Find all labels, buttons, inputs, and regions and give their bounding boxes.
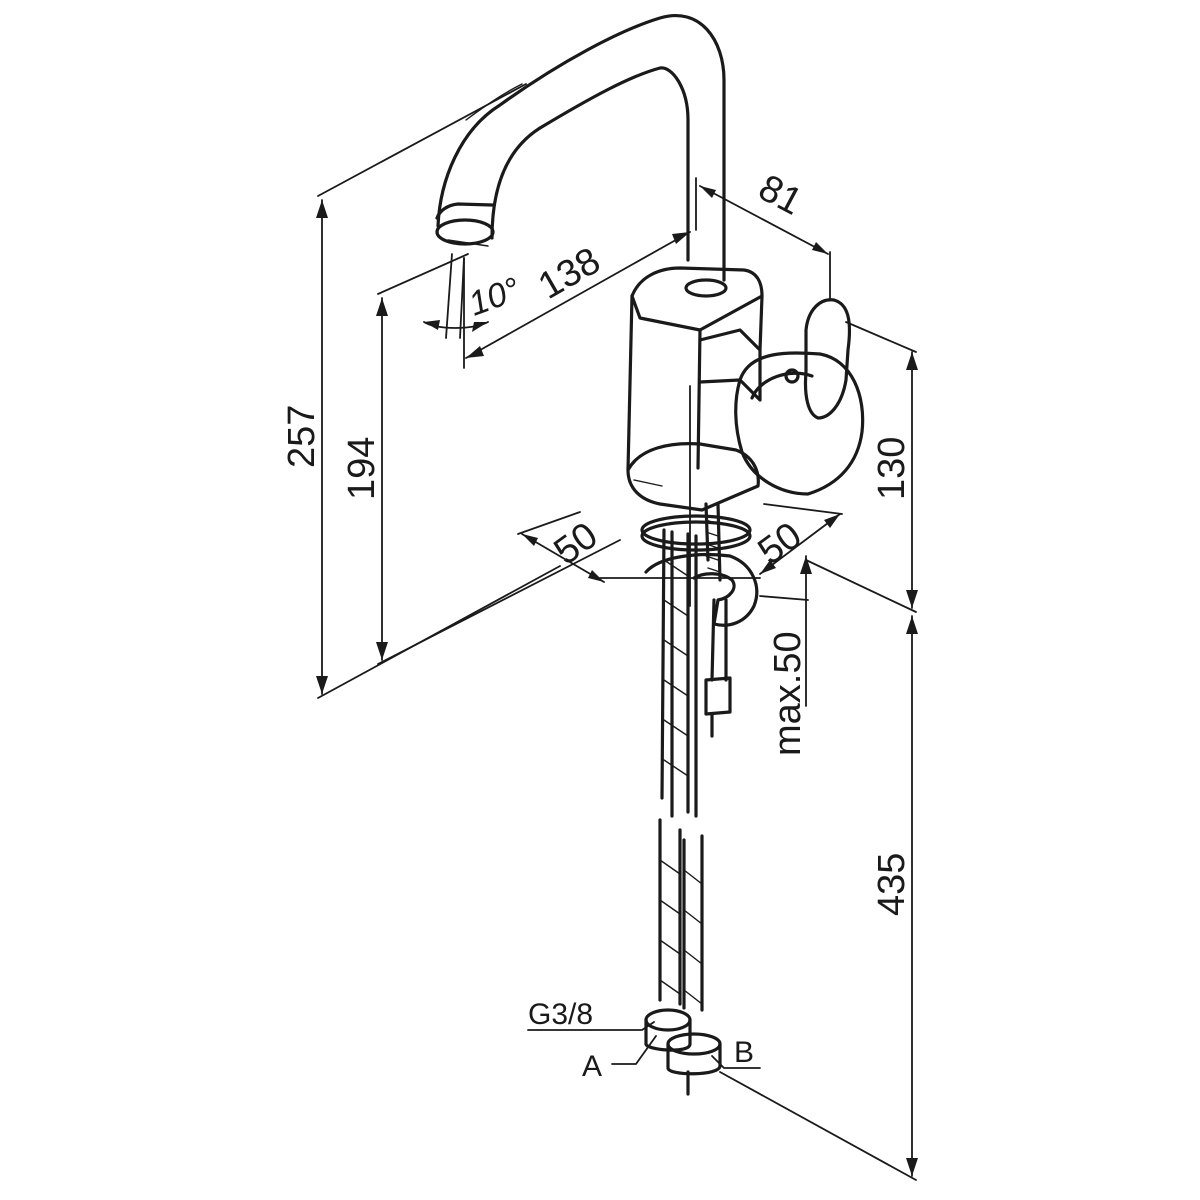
- dim-max-deck-thickness: max.50: [767, 631, 809, 756]
- dim-base-width-right: 50: [751, 514, 810, 573]
- faucet-body: [626, 266, 764, 512]
- hose-fittings: [644, 1008, 722, 1096]
- dim-base-width-left: 50: [547, 514, 606, 573]
- faucet-spout: [435, 14, 726, 282]
- label-connector-a: A: [582, 1050, 602, 1083]
- dim-spout-height: 194: [341, 437, 383, 500]
- component-labels: G3/8 A B: [528, 998, 754, 1083]
- dim-overall-height: 257: [281, 405, 323, 468]
- label-connector-b: B: [734, 1036, 754, 1069]
- extension-lines: [317, 83, 917, 1181]
- dimension-lines: [316, 185, 918, 1177]
- dim-lever-offset: 81: [752, 167, 809, 224]
- dim-hose-length: 435: [871, 853, 913, 916]
- supply-hoses: [658, 528, 704, 1012]
- dim-spout-reach: 138: [532, 240, 608, 308]
- dimension-labels: 257 194 138 10° 81 130 50 50 max.50 435: [281, 167, 913, 916]
- dim-spout-angle: 10°: [464, 270, 525, 323]
- lever-handle: [734, 298, 865, 496]
- label-thread: G3/8: [528, 998, 593, 1031]
- mounting-assembly: [640, 502, 759, 738]
- dim-body-height: 130: [871, 437, 913, 500]
